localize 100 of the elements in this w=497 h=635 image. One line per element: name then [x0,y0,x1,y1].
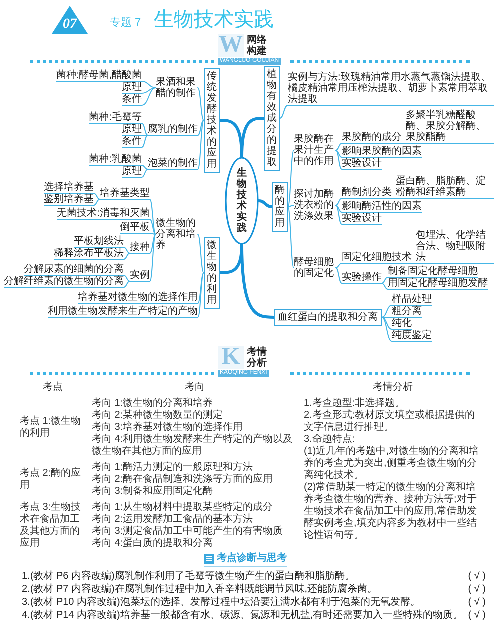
branch-label: 样品处理 [392,294,432,306]
branch-label: 固定化细胞技术 [342,252,412,264]
section-heading: 考情分析 [247,347,267,369]
branch-label: 粗分离 [392,306,422,318]
branch-label: 实验操作 [342,272,382,284]
connector-line [150,234,156,282]
page-title: 生物技术实践 [154,9,274,31]
exam-direction-text: 考向 2:某种微生物数量的测定 [92,410,224,422]
branch-curve [240,117,266,158]
branch-label: 菌种:毛霉等 [89,112,142,124]
section-letter: W [218,34,244,57]
answer-mark: ( √ ) [468,570,486,583]
exam-direction-text: 考向 3:培养基对微生物的选择作用 [92,422,244,434]
connector-line [150,199,156,235]
connector-line [336,268,342,284]
section-heading: 网络构建 [247,35,267,57]
exam-direction-text: 考向 1:从生物材料中提取某些特定的成分 [92,502,274,514]
branch-label: 用固定化酵母细胞发酵 [388,278,488,290]
branch-label: 包埋法、化学结合法、物理吸附法 [416,230,494,264]
exam-point-text: 考点 3:生物技术在食品加工及其他方面的应用 [20,502,82,550]
table-header-text: 考向 [184,382,206,394]
chapter-label: 专题 7 [110,17,142,29]
exam-direction-text: 考向 2:酶在食品制造和洗涤等方面的应用 [92,474,274,486]
answer-mark: ( √ ) [468,596,486,609]
branch-label: 果酒和果醋的制作 [156,77,198,99]
connector-line [336,143,342,151]
analysis-text: 2.考查形式:教材原文填空或根据提供的文字信息进行推理。 [304,410,476,434]
branch-label: 原理 [122,124,142,136]
topic-box: 传统发酵技术的应用 [204,68,220,173]
exam-direction-text: 考向 1:酶活力测定的一般原理和方法 [92,462,254,474]
topic-box: 微生物的利用 [204,237,220,309]
connector-line [198,272,204,318]
connector-line [382,317,392,330]
section-letter: K [218,346,244,369]
exam-direction-text: 考向 4:蛋白质的提取和分离 [92,538,214,550]
branch-label: 制备固定化酵母细胞 [388,266,478,278]
branch-label: 微生物的分离和培养 [156,218,198,251]
connector-line [382,305,392,318]
branch-label: 接种 [130,242,150,254]
branch-label: 腐乳的制作 [148,124,198,136]
connector-line [124,247,130,254]
connector-line [198,234,204,274]
branch-label: 原理 [122,166,142,178]
analysis-text: (2)常借助某一特定的微生物的分离和培养考查微生物的营养、接种方法等;对于生物技术在食品加工中的应用,常借助发酵实例考查,填充内容多为教材中一些结论性语句等。 [304,482,478,542]
exam-direction-text: 考向 2:运用发酵加工食品的基本方法 [92,514,254,526]
branch-label: 实例与方法:玫瑰精油常用水蒸气蒸馏法提取、橘皮精油常用压榨法提取、胡萝卜素常用萃取法提取 [288,72,494,106]
branch-label: 利用微生物发酵来生产特定的产物 [48,306,198,318]
answer-mark: ( √ ) [468,583,486,596]
question-text: 4.(教材 P14 内容改编)培养基一般都含有水、碳源、氮源和无机盐,有时还需要加入一些特殊的物质。 [22,609,464,622]
branch-label: 条件 [122,136,142,148]
connector-line [198,88,204,121]
chapter-number: 07 [63,18,77,32]
branch-label: 影响果胶酶的因素 [342,146,422,158]
connector-line [336,205,342,213]
topic-box: 植物有效成分的提取 [264,66,280,171]
branch-label: 培养基对微生物的选择作用 [78,292,198,304]
branch-label: 果胶酶在果汁生产中的作用 [294,134,336,167]
connector-line [198,120,204,170]
branch-label: 分解尿素的细菌的分离 [24,264,124,276]
branch-label: 酶制剂分类 [342,187,392,199]
connector-line [124,253,130,260]
branch-label: 影响酶活性的因素 [342,201,422,213]
branch-label: 菌种:酵母菌,醋酸菌 [56,70,142,82]
connector-line [142,135,148,136]
branch-label: 蛋白酶、脂肪酶、淀粉酶和纤维素酶 [396,176,494,199]
question-text: 1.(教材 P6 内容改编)腐乳制作利用了毛霉等微生物产生的蛋白酶和脂肪酶。 [22,570,355,583]
branch-label: 菌种:乳酸菌 [89,154,142,166]
connector-line [288,205,294,208]
exam-direction-text: 考向 3:制备和应用固定化酶 [92,486,214,498]
connector-line [336,150,342,158]
analysis-text: (1)近几年的考题中,对微生物的分离和培养的考查尤为突出,侧重考查微生物的分离纯化技术。 [304,446,480,482]
connector-line [198,120,204,136]
connector-line [150,219,156,235]
connector-line [280,105,288,119]
connector-line [142,169,148,178]
branch-label: 倒平板 [120,222,150,234]
connector-line [336,205,342,225]
connector-line [336,150,342,170]
topic-box: 酶的应用 [272,182,288,232]
connector-line [198,272,204,304]
branch-label: 无菌技术:消毒和灭菌 [57,208,150,220]
branch-curve [258,200,274,208]
connector-line [392,198,396,199]
exam-direction-text: 考向 3:测定食品加工中可能产生的有害物质 [92,526,284,538]
branch-label: 鉴别培养基 [44,194,94,206]
branch-label: 探讨加酶洗衣粉的洗涤效果 [294,189,336,222]
branch-curve [240,244,276,319]
connector-line [150,233,156,235]
branch-label: 条件 [122,94,142,106]
table-header-text: 考情分析 [372,382,414,394]
branch-label: 多聚半乳糖醛酸酶、果胶分解酶、果胶酯酶 [406,110,494,144]
branch-label: 实例 [130,270,150,282]
connector-line [382,277,388,284]
connector-line [142,123,148,136]
connector-line [150,234,156,254]
connector-line [142,88,156,106]
connector-line [142,165,148,170]
branch-label: 培养基类型 [100,188,150,200]
connector-line [124,281,130,288]
connector-line [142,88,156,94]
